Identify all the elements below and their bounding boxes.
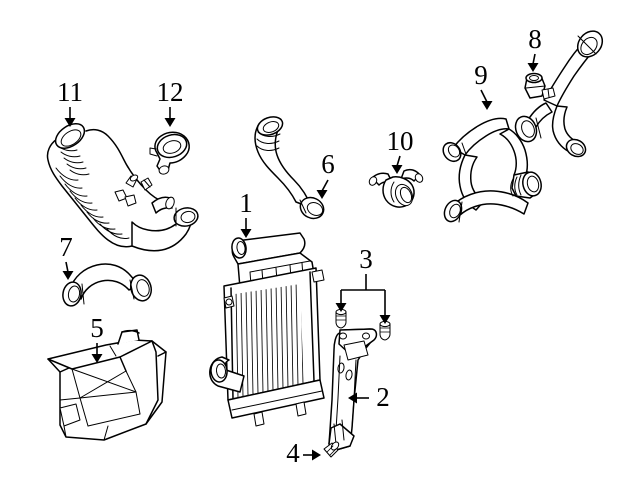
hose-cuff-bottom-6 [299, 196, 325, 220]
callout-label-3: 3 [359, 244, 373, 274]
hose-cuff-8-left [514, 115, 542, 143]
part-6-charge-air-hose [254, 116, 325, 220]
callout-12[interactable]: 12 [157, 77, 184, 127]
part-8-connector-stub [524, 72, 556, 100]
hose-cuff-top [54, 123, 90, 176]
hose-cuff-9-lowerleft [443, 199, 463, 223]
callout-label-12: 12 [157, 77, 184, 107]
callout-label-11: 11 [57, 77, 83, 107]
hose-cuff-8-top [576, 30, 604, 58]
callout-8[interactable]: 8 [527, 24, 542, 72]
callout-4[interactable]: 4 [286, 438, 321, 468]
part-9-branched-coolant-hose [442, 117, 542, 223]
part-10-three-way-connector [368, 168, 424, 208]
hose-cuff-8-bottom [565, 138, 587, 158]
callout-label-4: 4 [286, 438, 300, 468]
callout-label-7: 7 [59, 232, 73, 262]
hose-cuff-outlet [173, 207, 199, 227]
callout-1[interactable]: 1 [239, 188, 253, 238]
callout-label-5: 5 [90, 313, 104, 343]
part-12-pressure-valve [149, 131, 190, 175]
part-3-bolt-right [379, 320, 391, 341]
part-4-lower-bolt [323, 441, 340, 458]
part-1-intercooler-core [209, 232, 325, 427]
part-8-upper-coolant-hose [514, 30, 604, 158]
callout-11[interactable]: 11 [57, 77, 83, 127]
hose-cuff-left-7 [62, 281, 85, 307]
part-7-short-elbow-hose [62, 263, 153, 307]
callout-label-6: 6 [321, 149, 335, 179]
callout-9[interactable]: 9 [474, 60, 493, 110]
callout-2[interactable]: 2 [348, 382, 390, 412]
part-2-mounting-bracket [328, 328, 378, 451]
part-3-bolt-left [335, 308, 347, 329]
callout-10[interactable]: 10 [387, 126, 414, 174]
hose-cuff-right-7 [129, 274, 153, 302]
callout-6[interactable]: 6 [316, 149, 335, 199]
callout-label-1: 1 [239, 188, 253, 218]
callout-label-9: 9 [474, 60, 488, 90]
callout-5[interactable]: 5 [90, 313, 104, 363]
hose-cuff-9-left [442, 141, 468, 163]
callout-label-2: 2 [376, 382, 390, 412]
callout-3[interactable]: 3 [335, 244, 391, 324]
hose-cuff-top-6 [256, 116, 284, 151]
callout-label-10: 10 [387, 126, 414, 156]
part-11-corrugated-intake-hose [46, 123, 199, 252]
part-5-air-duct-shroud [47, 329, 167, 441]
callout-7[interactable]: 7 [59, 232, 74, 280]
callout-label-8: 8 [528, 24, 542, 54]
